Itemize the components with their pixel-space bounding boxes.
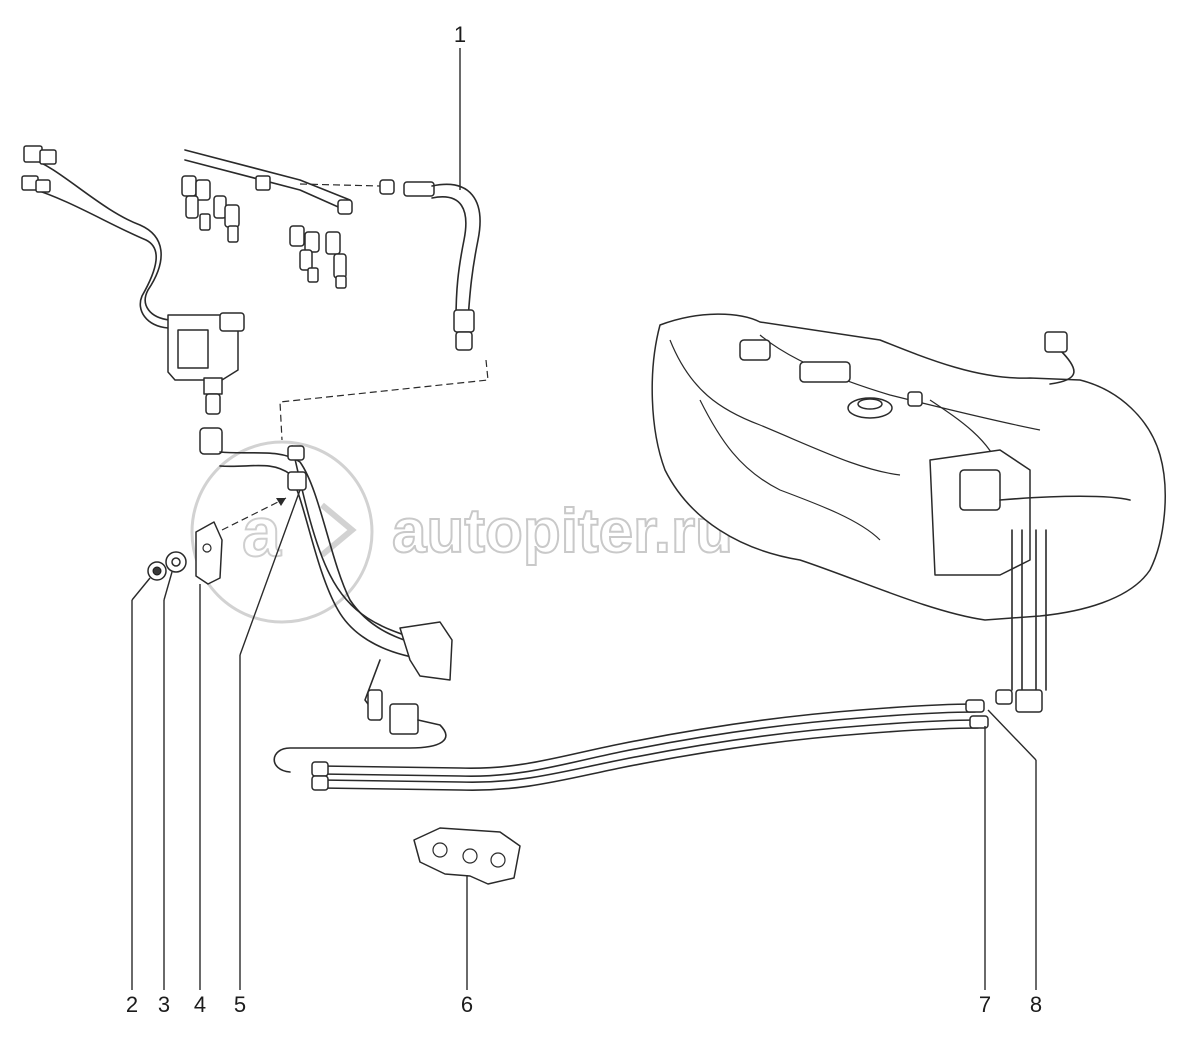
watermark: a autopiter.ru [190, 440, 734, 624]
callout-5: 5 [234, 992, 246, 1017]
fuel-tank [651, 313, 1166, 713]
fasteners [147, 497, 287, 585]
part-5-fuel-pipes [199, 427, 453, 773]
fuel-tank-lines [311, 699, 989, 792]
part-1-fuel-hose [279, 183, 489, 441]
watermark-logo-chevron [320, 502, 357, 558]
leader-lines [131, 48, 1037, 990]
watermark-logo-circle [190, 440, 374, 624]
part-4-bracket [195, 521, 223, 585]
part-6-pipe-clip [413, 827, 521, 885]
callout-2: 2 [126, 992, 138, 1017]
callout-3: 3 [158, 992, 170, 1017]
part-2-nut [147, 561, 167, 581]
part-3-washer [165, 551, 187, 573]
callout-7: 7 [979, 992, 991, 1017]
callout-6: 6 [461, 992, 473, 1017]
fuel-rail-assembly [21, 145, 435, 415]
callout-1: 1 [454, 22, 466, 47]
callouts: 1 2 3 4 5 6 7 8 [126, 22, 1042, 1017]
watermark-text: autopiter.ru [392, 497, 733, 566]
callout-4: 4 [194, 992, 206, 1017]
callout-8: 8 [1030, 992, 1042, 1017]
watermark-logo-a: a [242, 493, 282, 571]
